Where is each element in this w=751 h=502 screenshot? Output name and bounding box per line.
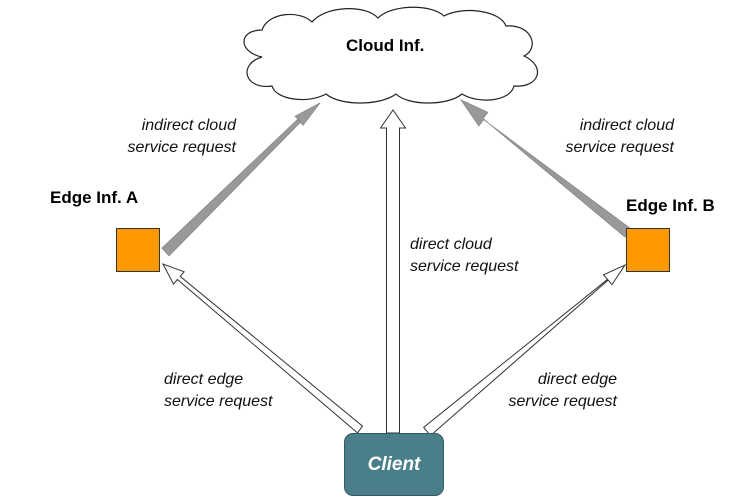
direct-edge-left-line2: service request — [164, 393, 273, 410]
indirect-left-line2: service request — [127, 139, 237, 156]
indirect-left-line1: indirect cloud — [141, 117, 236, 134]
edge-node-a — [116, 228, 160, 272]
indirect-right-line2: service request — [565, 139, 675, 156]
direct-cloud-label: direct cloud service request — [410, 234, 519, 278]
indirect-left-label: indirect cloud service request — [60, 115, 237, 159]
client-label: Client — [367, 453, 421, 475]
direct-edge-left-label: direct edge service request — [164, 369, 273, 413]
client-node: Client — [344, 433, 444, 496]
direct-cloud-line1: direct cloud — [410, 236, 492, 253]
direct-edge-right-label: direct edge service request — [460, 369, 618, 413]
direct-edge-right-line1: direct edge — [537, 371, 617, 388]
direct-cloud-arrow — [379, 109, 407, 434]
edge-node-b — [626, 228, 670, 272]
cloud-shape — [243, 6, 539, 104]
direct-edge-arrow-right — [423, 263, 627, 437]
indirect-right-label: indirect cloud service request — [500, 115, 675, 159]
indirect-arrow-right — [459, 99, 632, 238]
direct-edge-left-line1: direct edge — [164, 371, 244, 388]
indirect-right-line1: indirect cloud — [579, 117, 674, 134]
direct-edge-arrow-left — [161, 263, 364, 434]
edge-a-label: Edge Inf. A — [50, 188, 139, 207]
cloud-label: Cloud Inf. — [346, 36, 425, 55]
direct-cloud-line2: service request — [410, 258, 519, 275]
indirect-arrow-left — [161, 102, 321, 257]
direct-edge-right-line2: service request — [508, 393, 618, 410]
edge-b-label: Edge Inf. B — [626, 196, 715, 215]
